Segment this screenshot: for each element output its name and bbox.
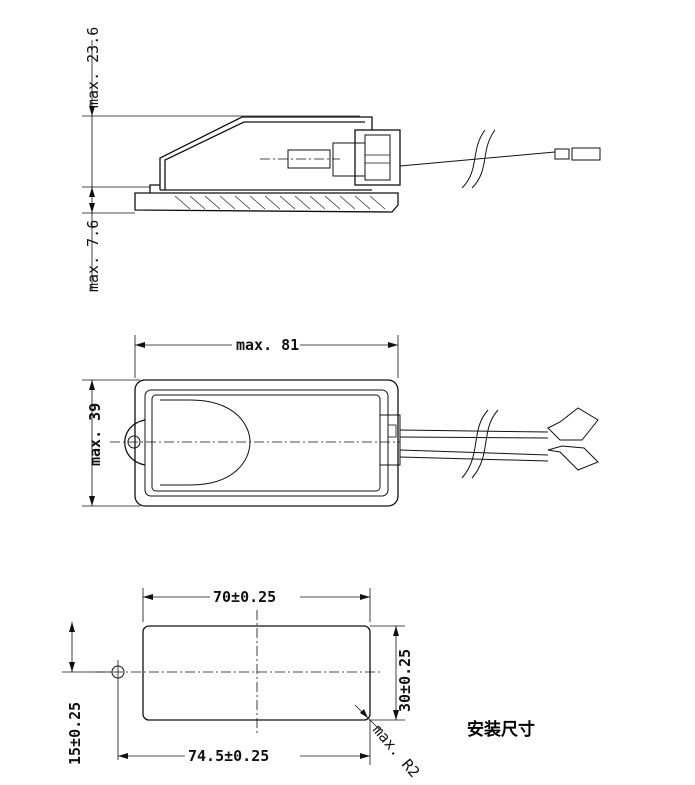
arrow-head bbox=[69, 662, 75, 672]
cutout-height-label: 30±0.25 bbox=[396, 649, 414, 712]
wire-break bbox=[461, 129, 486, 189]
wire-break bbox=[461, 409, 489, 479]
arrow-head bbox=[393, 710, 399, 720]
mounting-cutout bbox=[62, 588, 405, 765]
housing-upper bbox=[159, 116, 373, 190]
arrow-head bbox=[360, 709, 368, 718]
connector-housing bbox=[354, 129, 401, 186]
arrow-head bbox=[388, 342, 398, 348]
top-view bbox=[82, 335, 599, 507]
arrow-head bbox=[360, 753, 370, 759]
mounting-caption: 安装尺寸 bbox=[467, 719, 535, 740]
arrow-head bbox=[118, 753, 128, 759]
wire-break bbox=[471, 409, 499, 479]
cutout-outline bbox=[142, 625, 371, 721]
wire-break bbox=[471, 129, 496, 189]
height-bottom-label: max. 7.6 bbox=[84, 220, 102, 292]
width-label: max. 81 bbox=[236, 336, 299, 354]
connector-latch bbox=[387, 424, 397, 438]
wire bbox=[399, 151, 556, 167]
arrow-head bbox=[89, 496, 95, 506]
arrow-head bbox=[89, 203, 95, 213]
terminal-lower bbox=[547, 445, 599, 471]
hole-span-label: 74.5±0.25 bbox=[188, 747, 269, 765]
arrow-head bbox=[143, 594, 153, 600]
arrow-head bbox=[89, 187, 95, 197]
corner-radius-label: max. R2 bbox=[369, 721, 423, 781]
wire-upper bbox=[399, 436, 549, 439]
arrow-head bbox=[360, 594, 370, 600]
arrow-head bbox=[135, 342, 145, 348]
terminal bbox=[554, 148, 570, 160]
wire-lower bbox=[399, 456, 549, 462]
cutout-width-label: 70±0.25 bbox=[213, 588, 276, 606]
housing-base-lip bbox=[149, 184, 160, 193]
reflector bbox=[160, 399, 251, 486]
height-top-label: max. 23.6 bbox=[84, 27, 102, 108]
terminal-upper bbox=[547, 407, 599, 441]
arrow-head bbox=[89, 106, 95, 116]
wire-upper bbox=[399, 429, 549, 433]
housing-upper-inner bbox=[164, 121, 365, 190]
lens-frame bbox=[151, 394, 381, 492]
bulb bbox=[287, 149, 331, 169]
arrow-head bbox=[393, 626, 399, 636]
hole-offset-label: 15±0.25 bbox=[66, 702, 84, 765]
connector bbox=[379, 414, 401, 466]
connector-socket bbox=[332, 142, 366, 177]
height-label: max. 39 bbox=[86, 403, 104, 466]
connector-inner bbox=[364, 134, 391, 181]
arrow-head bbox=[69, 622, 75, 632]
housing-base bbox=[134, 192, 399, 213]
radius-leader bbox=[367, 717, 381, 731]
arrow-head bbox=[89, 380, 95, 390]
base-hatching bbox=[174, 195, 386, 210]
side-view bbox=[82, 40, 601, 290]
terminal-tab bbox=[571, 147, 601, 161]
housing-outline bbox=[134, 379, 399, 507]
mounting-tab bbox=[124, 419, 146, 466]
housing-inner bbox=[144, 389, 389, 497]
